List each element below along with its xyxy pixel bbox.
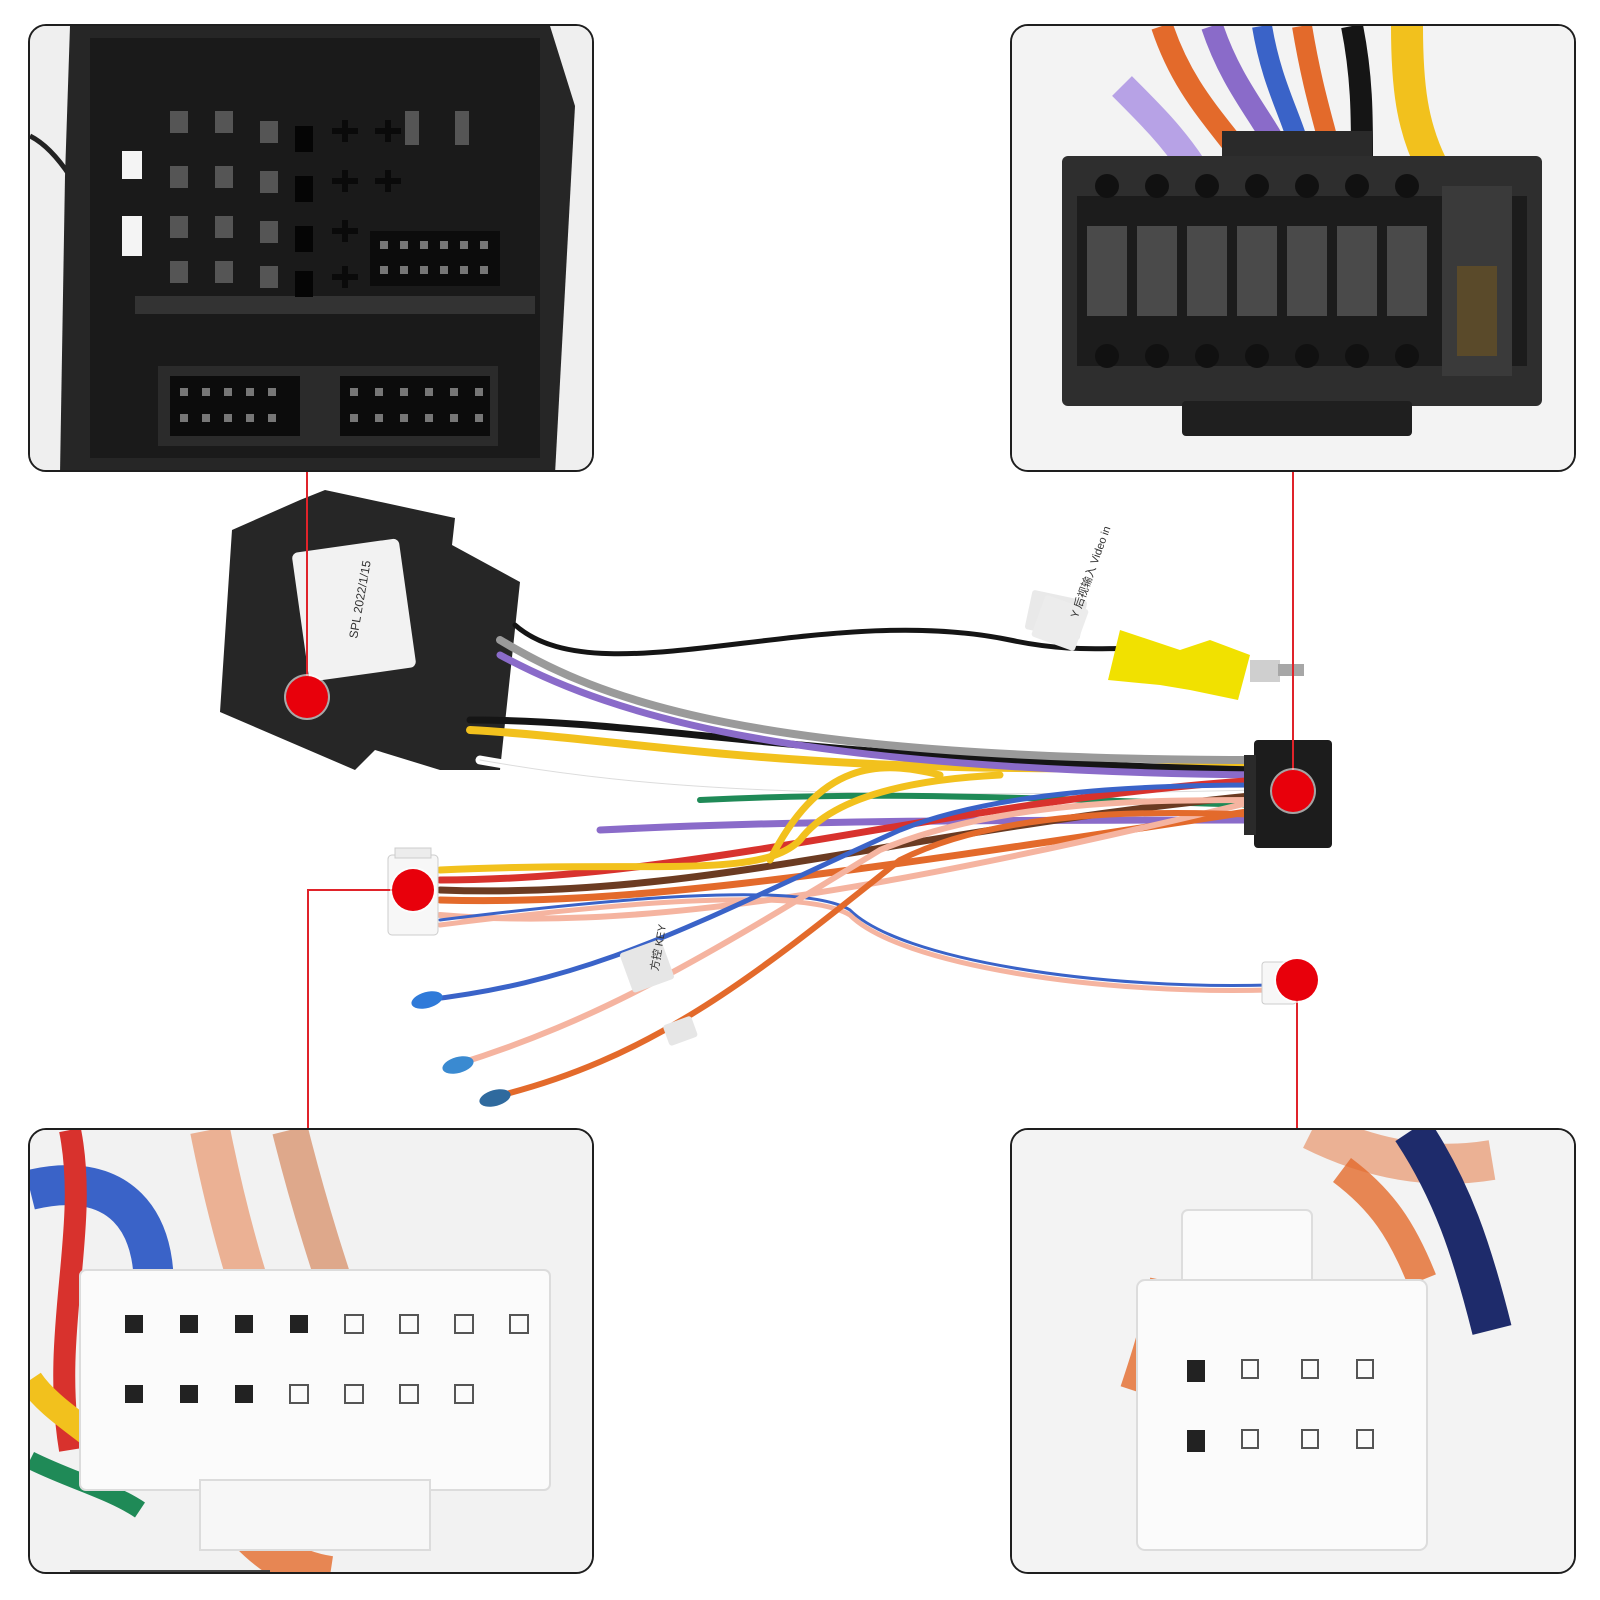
key-tag-text: 方控 KEY	[647, 922, 669, 971]
svg-text:SPL 2022/1/15: SPL 2022/1/15	[346, 559, 374, 640]
callout-line-br	[1296, 980, 1298, 1128]
callout-line-bl-h	[307, 889, 409, 891]
video-in-tag-text: Y 后视输入 Video in	[1067, 524, 1113, 620]
inset-white-multipin-connector	[28, 1128, 594, 1574]
wire-bundle	[422, 622, 1273, 1101]
inset-16-pin-connector	[1010, 24, 1576, 472]
white-small-connector-photo	[1012, 1130, 1574, 1572]
marker-white-right	[1276, 959, 1318, 1001]
marker-white-left	[392, 869, 434, 911]
cable-tags	[619, 595, 1089, 1046]
white-multipin-connector-photo	[30, 1130, 592, 1572]
callout-line-tr	[1292, 472, 1294, 792]
callout-line-tl	[306, 472, 308, 700]
wire-terminals	[411, 991, 511, 1107]
16-pin-connector-photo	[1012, 26, 1574, 470]
quadlock-connector-photo	[30, 26, 592, 470]
callout-line-bl-v	[307, 890, 309, 1128]
marker-16-pin	[1272, 770, 1314, 812]
rca-video-plug	[1025, 590, 1304, 700]
quadlock-housing: SPL 2022/1/15	[220, 490, 520, 770]
inset-white-small-connector	[1010, 1128, 1576, 1574]
inset-quadlock-connector	[28, 24, 594, 472]
marker-quadlock	[286, 676, 328, 718]
